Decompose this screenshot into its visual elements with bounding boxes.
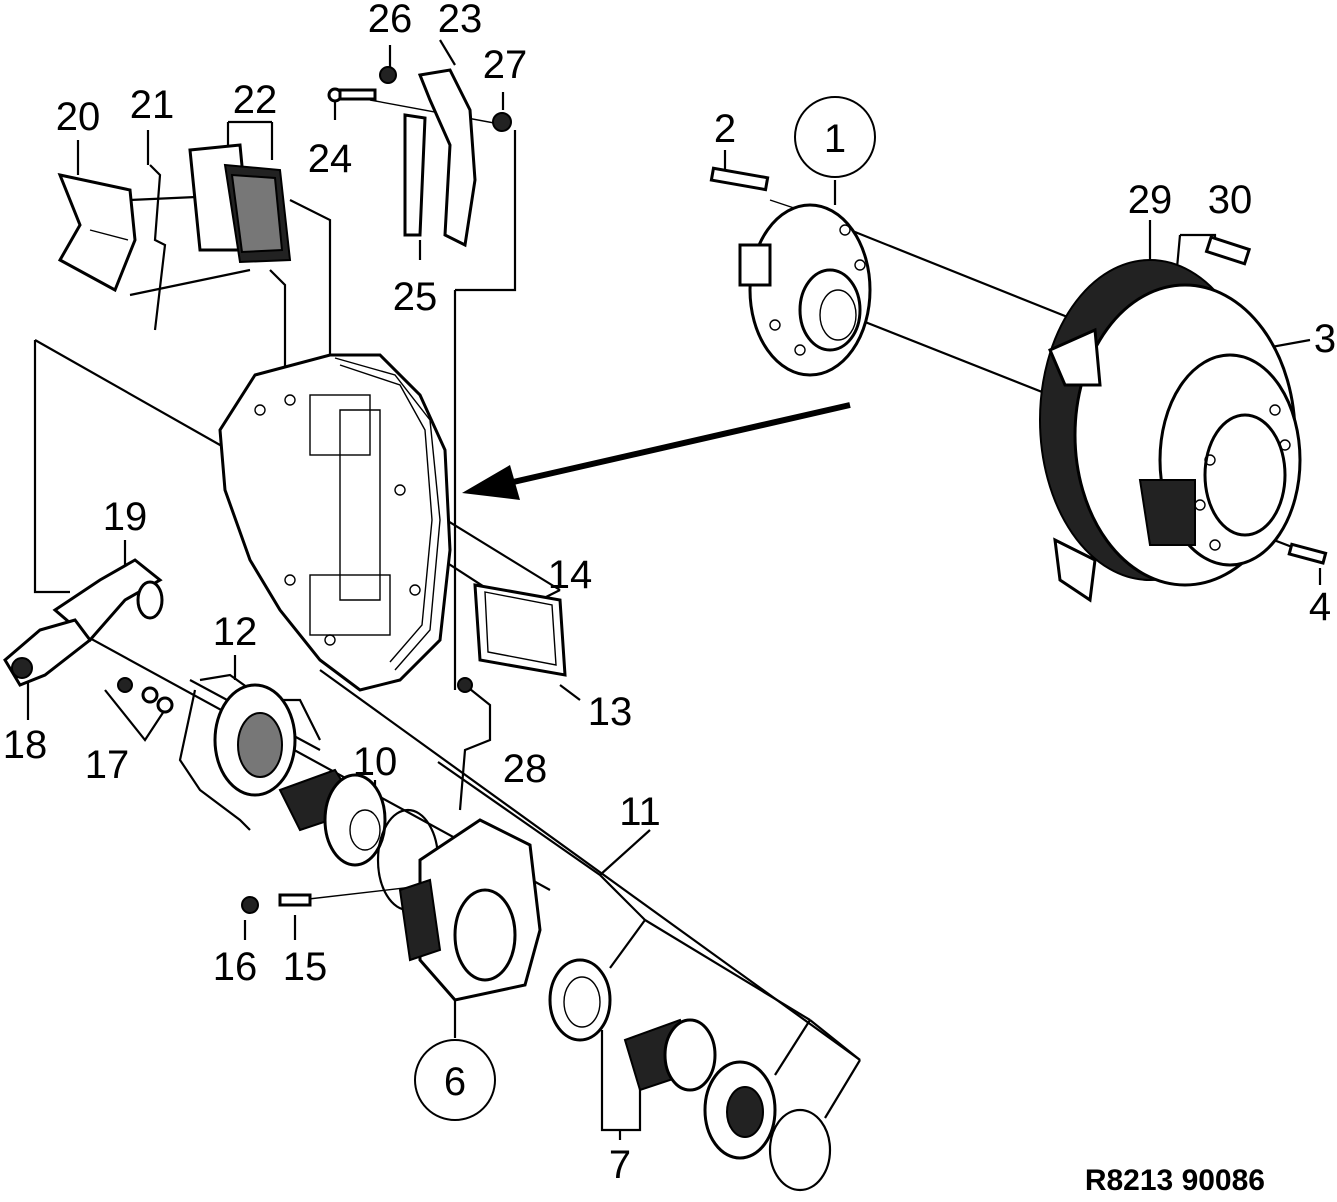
brake-pads-part-22	[188, 143, 292, 264]
cap-part-16	[241, 896, 259, 914]
callout-20: 20	[56, 95, 101, 139]
callout-18: 18	[3, 723, 48, 767]
callout-4: 4	[1309, 585, 1331, 629]
callout-6: 6	[444, 1060, 466, 1104]
wheel-hub-part-1	[738, 203, 872, 377]
callout-26: 26	[368, 0, 413, 41]
callout-3: 3	[1314, 317, 1336, 361]
callout-23: 23	[438, 0, 483, 41]
seal-part-11b	[548, 958, 612, 1042]
bolt-part-24	[327, 87, 377, 103]
bearing-part-12	[213, 683, 297, 797]
bracket-part-23	[417, 68, 477, 248]
plate-part-25	[403, 113, 427, 237]
piston-part-7	[623, 1018, 717, 1092]
callout-10: 10	[353, 740, 398, 784]
washers-part-17	[117, 677, 174, 714]
stud-part-2	[709, 166, 770, 192]
callout-15: 15	[283, 945, 328, 989]
brake-pipe-part-28	[457, 677, 492, 811]
retaining-clip-part-21	[149, 164, 167, 331]
callout-24: 24	[308, 137, 353, 181]
bleed-nipple-part-15	[278, 893, 312, 907]
callout-14: 14	[548, 553, 593, 597]
callout-11: 11	[619, 790, 661, 834]
caliper-housing-part-6	[398, 818, 542, 1002]
callout-28: 28	[503, 747, 548, 791]
direction-arrow	[462, 402, 851, 500]
callout-27: 27	[483, 43, 528, 87]
reference-code: R8213 90086	[1085, 1164, 1265, 1197]
screw-part-4	[1287, 542, 1328, 565]
washer-part-26	[379, 66, 397, 84]
callout-7: 7	[609, 1143, 631, 1187]
callout-13: 13	[588, 690, 633, 734]
callout-circle-6	[414, 1039, 496, 1121]
callout-22: 22	[233, 78, 278, 122]
pad-spring-part-20	[57, 172, 137, 293]
lever-part-19	[52, 558, 164, 643]
backing-plate	[218, 353, 452, 692]
callout-21: 21	[130, 83, 175, 127]
callout-12: 12	[213, 610, 258, 654]
callout-29: 29	[1128, 178, 1173, 222]
lever-part-18	[3, 618, 93, 687]
bolt-part-30	[1204, 235, 1252, 266]
nut-part-27	[492, 112, 512, 132]
callout-25: 25	[393, 275, 438, 319]
callout-labels: 1 2 3 4 6 7 10 11 12 13 14 15 16 17 18 1…	[3, 0, 1336, 1187]
callout-19: 19	[103, 495, 148, 539]
callout-30: 30	[1208, 178, 1253, 222]
callout-16: 16	[213, 945, 258, 989]
brake-pad-part-13	[473, 583, 567, 677]
dust-boot-part-11c	[703, 1060, 777, 1160]
ring-part-11d	[768, 1108, 832, 1192]
callout-2: 2	[714, 107, 736, 151]
piston-part-10	[278, 768, 387, 867]
callout-1: 1	[824, 117, 846, 161]
callout-circle-1	[794, 96, 876, 178]
callout-17: 17	[85, 743, 130, 787]
brake-disc-part-3	[1039, 259, 1302, 603]
